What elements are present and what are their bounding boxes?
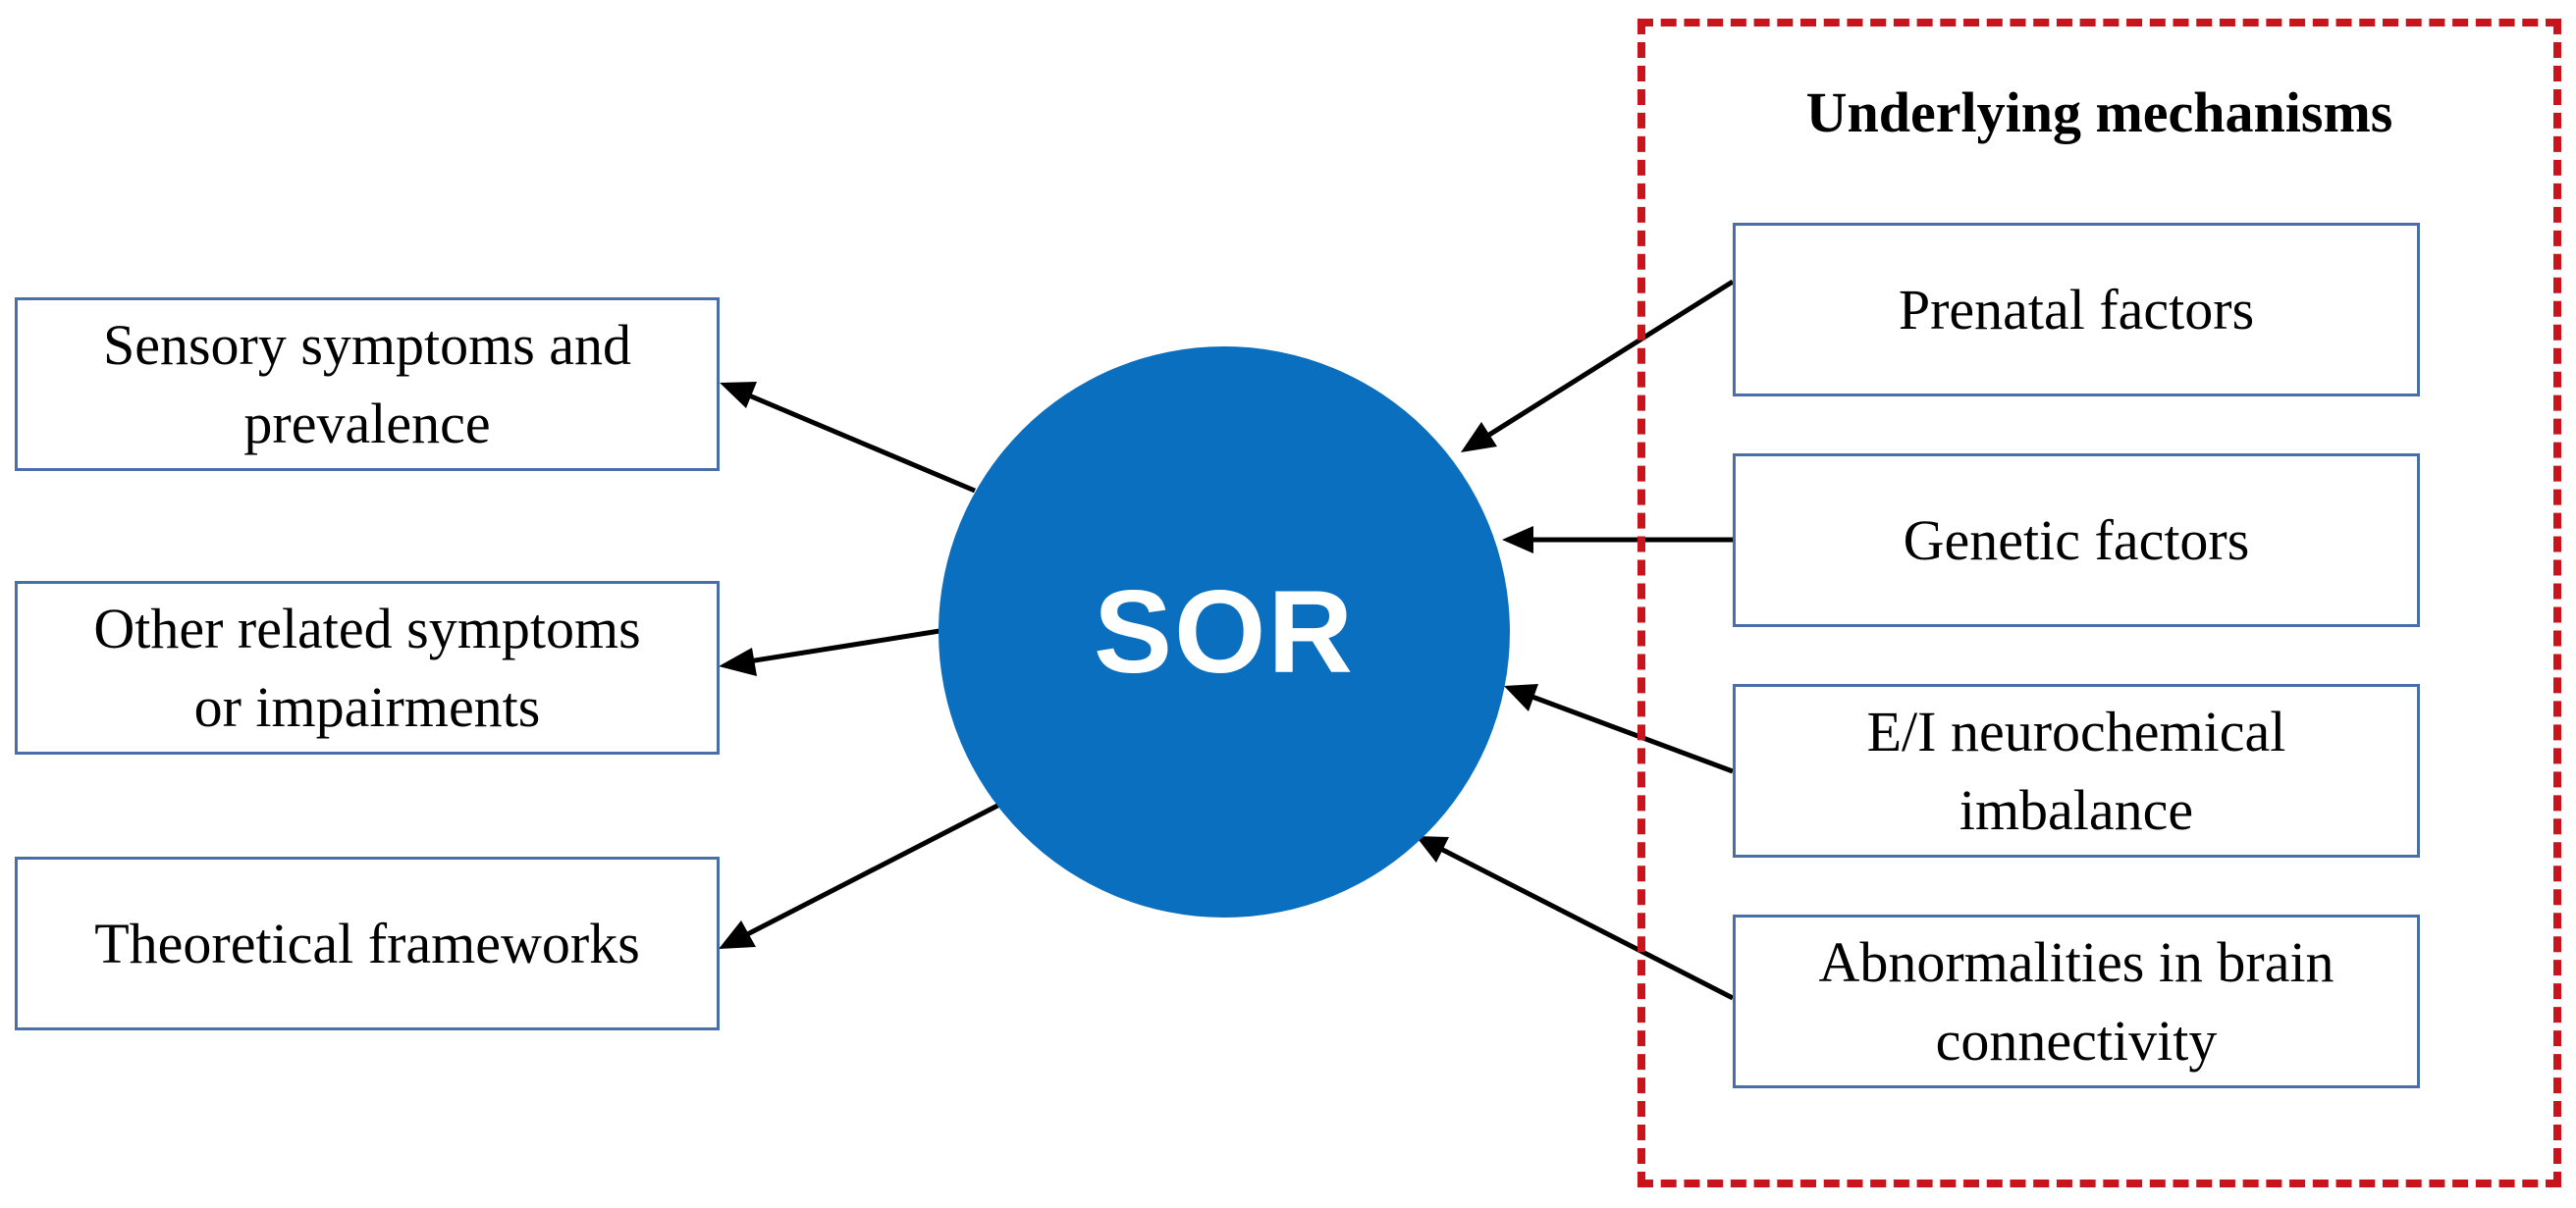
arrowhead-other [719, 648, 757, 676]
prenatal-factors-label: Prenatal factors [1898, 277, 2255, 341]
sor-circle: SOR [939, 346, 1510, 918]
brain-connectivity-box: Abnormalities in brain connectivity [1733, 915, 2420, 1088]
mechanisms-dashed-frame [1637, 19, 2561, 1187]
arrowhead-prenatal [1461, 422, 1497, 452]
other-symptoms-label: Other related symptoms or impairments [93, 596, 641, 739]
arrow-sor-to-other [729, 628, 940, 667]
brain-connectivity-label: Abnormalities in brain connectivity [1818, 929, 2334, 1073]
arrowhead-ei [1504, 684, 1538, 711]
arrow-sor-to-sensory [729, 385, 976, 494]
theoretical-frameworks-label: Theoretical frameworks [94, 911, 640, 975]
genetic-factors-label: Genetic factors [1903, 507, 2250, 572]
genetic-factors-box: Genetic factors [1733, 453, 2420, 627]
arrowhead-theory [719, 920, 756, 949]
arrowhead-genetic [1502, 526, 1533, 553]
ei-imbalance-box: E/I neurochemical imbalance [1733, 684, 2420, 858]
arrowhead-brain [1416, 836, 1449, 863]
arrow-sor-to-theory [728, 802, 1001, 946]
sensory-symptoms-label: Sensory symptoms and prevalence [102, 312, 632, 455]
ei-imbalance-label: E/I neurochemical imbalance [1866, 699, 2286, 842]
other-symptoms-box: Other related symptoms or impairments [15, 581, 720, 755]
theoretical-frameworks-box: Theoretical frameworks [15, 857, 720, 1030]
arrowhead-sensory [720, 382, 757, 408]
sensory-symptoms-box: Sensory symptoms and prevalence [15, 297, 720, 471]
mechanisms-title: Underlying mechanisms [1805, 80, 2393, 144]
prenatal-factors-box: Prenatal factors [1733, 223, 2420, 396]
sor-label: SOR [1093, 566, 1356, 698]
